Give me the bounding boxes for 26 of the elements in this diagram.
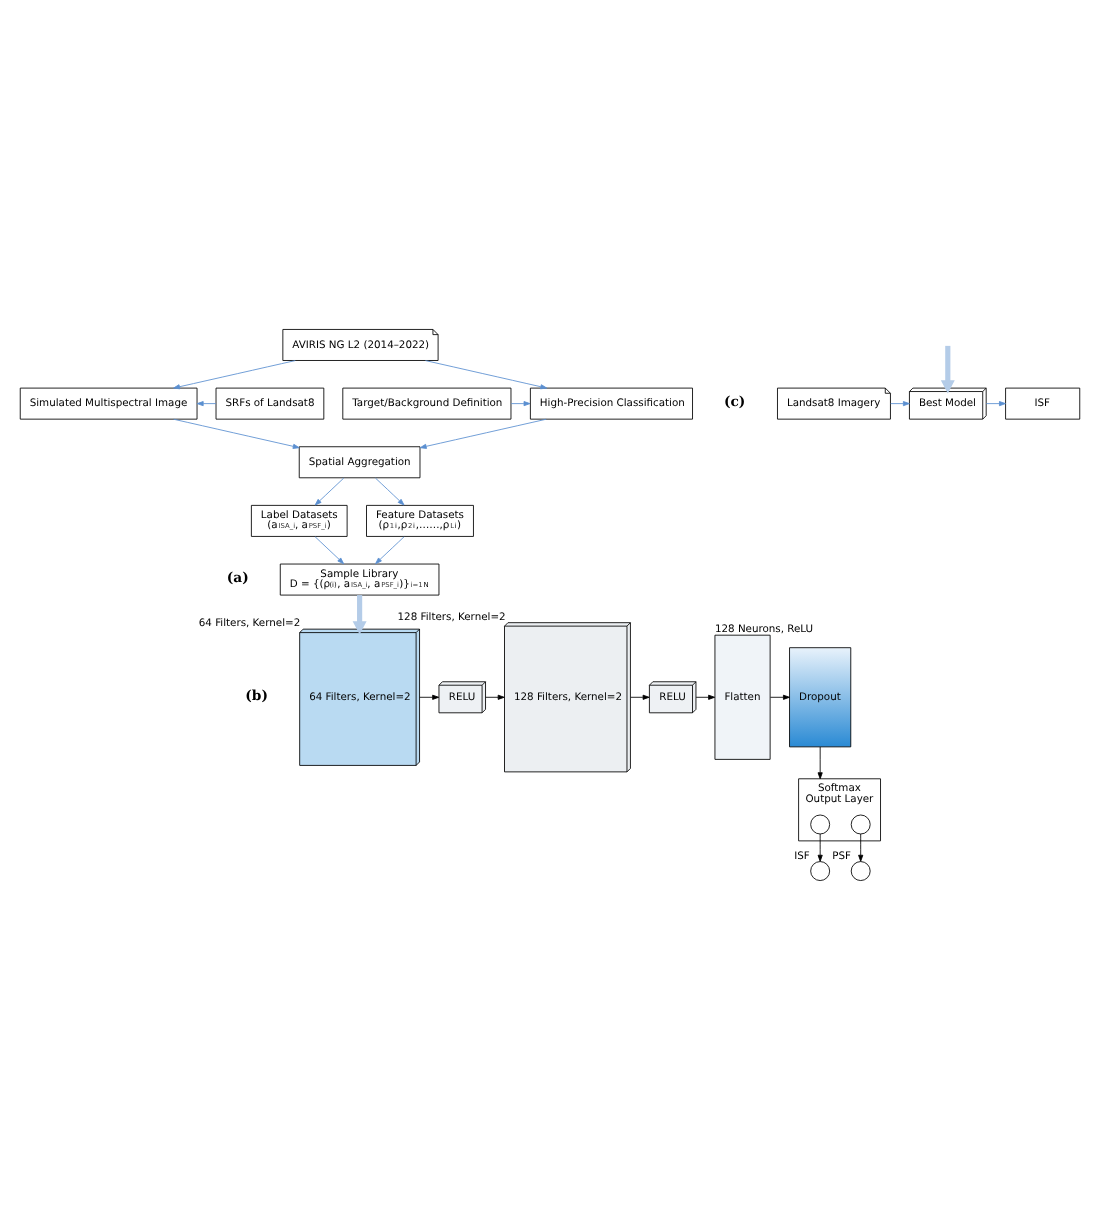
arrow <box>630 694 650 700</box>
arrow <box>173 418 300 449</box>
node-circle <box>850 861 871 881</box>
arrow <box>695 694 716 700</box>
arrow <box>352 595 367 635</box>
arrow <box>940 345 955 394</box>
arrow <box>425 360 548 390</box>
arrow <box>858 833 864 862</box>
arrow <box>890 401 910 407</box>
arrow <box>985 401 1006 407</box>
arrow <box>485 694 505 700</box>
arrow <box>375 536 405 565</box>
arrow <box>314 536 345 565</box>
arrow <box>510 401 531 407</box>
arrow <box>173 360 296 390</box>
arrow <box>770 694 790 700</box>
arrow <box>419 694 440 700</box>
arrow <box>817 746 823 780</box>
node-circle <box>810 861 831 881</box>
arrow <box>375 477 405 506</box>
arrow <box>196 401 217 407</box>
arrow <box>419 418 547 449</box>
node-circle <box>850 814 871 835</box>
node-circle <box>810 814 831 835</box>
arrow <box>817 833 823 862</box>
arrow <box>314 477 345 506</box>
